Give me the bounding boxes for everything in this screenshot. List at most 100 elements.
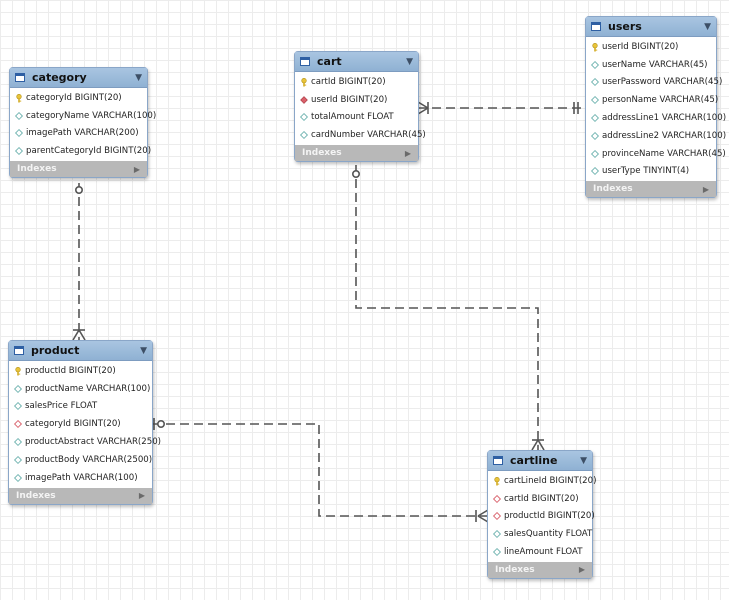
- collapse-arrow-icon[interactable]: ▼: [406, 56, 413, 67]
- column-label: productName VARCHAR(100): [25, 383, 151, 394]
- column-label: imagePath VARCHAR(200): [26, 128, 139, 139]
- column-label: lineAmount FLOAT: [504, 547, 583, 558]
- column-row[interactable]: cartId BIGINT(20): [295, 73, 418, 91]
- table-header[interactable]: users ▼: [586, 17, 716, 37]
- column-label: userPassword VARCHAR(45): [602, 77, 723, 88]
- column-label: parentCategoryId BIGINT(20): [26, 146, 152, 157]
- relationship-product-cartline[interactable]: [152, 418, 489, 523]
- table-cart[interactable]: cart ▼ cartId BIGINT(20) userId BIGINT(20…: [294, 51, 426, 163]
- column-row[interactable]: cartLineId BIGINT(20): [488, 472, 596, 490]
- column-label: addressLine1 VARCHAR(100): [602, 113, 727, 124]
- column-row[interactable]: cartId BIGINT(20): [488, 490, 592, 508]
- primary-key-icon: [591, 42, 599, 52]
- column-label: salesPrice FLOAT: [25, 401, 98, 412]
- indexes-bar[interactable]: Indexes ▶: [586, 181, 716, 198]
- indexes-bar[interactable]: Indexes ▶: [10, 161, 147, 178]
- indexes-label: Indexes: [17, 164, 57, 175]
- collapse-arrow-icon[interactable]: ▼: [135, 72, 142, 83]
- expand-arrow-icon[interactable]: ▶: [133, 164, 140, 174]
- column-label: userType TINYINT(4): [602, 166, 690, 177]
- column-list: productId BIGINT(20) productName VARCHAR(…: [9, 361, 161, 488]
- column-label: cartId BIGINT(20): [311, 76, 386, 87]
- column-row[interactable]: imagePath VARCHAR(200): [10, 125, 147, 143]
- column-label: salesQuantity FLOAT: [504, 529, 593, 540]
- table-cartline[interactable]: cartline ▼ cartLineId BIGINT(20) cartId B…: [487, 450, 596, 579]
- column-row[interactable]: userType TINYINT(4): [586, 163, 716, 181]
- primary-key-icon: [300, 77, 308, 87]
- column-list: userId BIGINT(20) userName VARCHAR(45) use…: [586, 37, 726, 181]
- column-list: categoryId BIGINT(20) categoryName VARCHA…: [10, 88, 156, 161]
- column-row[interactable]: salesPrice FLOAT: [9, 398, 152, 416]
- collapse-arrow-icon[interactable]: ▼: [580, 455, 587, 466]
- expand-arrow-icon[interactable]: ▶: [138, 491, 145, 501]
- column-label: productId BIGINT(20): [504, 511, 595, 522]
- column-label: categoryName VARCHAR(100): [26, 110, 157, 121]
- table-users[interactable]: users ▼ userId BIGINT(20) userName VARCHA…: [585, 16, 726, 199]
- column-row[interactable]: parentCategoryId BIGINT(20): [10, 142, 151, 160]
- indexes-bar[interactable]: Indexes ▶: [488, 561, 592, 578]
- foreign-key-outline-icon: [492, 512, 502, 521]
- column-label: categoryId BIGINT(20): [26, 92, 122, 103]
- column-row[interactable]: lineAmount FLOAT: [488, 543, 592, 561]
- table-header[interactable]: product ▼: [9, 341, 152, 361]
- column-label: personName VARCHAR(45): [602, 95, 719, 106]
- column-row[interactable]: userId BIGINT(20): [586, 38, 716, 56]
- table-header[interactable]: cart ▼: [295, 52, 418, 72]
- column-icon: [299, 131, 309, 140]
- column-row[interactable]: productAbstract VARCHAR(250): [9, 433, 161, 451]
- table-product[interactable]: product ▼ productId BIGINT(20) productNam…: [8, 340, 161, 505]
- column-icon: [590, 60, 600, 69]
- table-icon: [493, 456, 503, 465]
- column-row[interactable]: addressLine1 VARCHAR(100): [586, 109, 726, 127]
- relationship-users-cart[interactable]: [417, 101, 585, 115]
- table-title: category: [32, 71, 87, 84]
- column-icon: [590, 167, 600, 176]
- column-icon: [13, 438, 23, 447]
- column-row[interactable]: cardNumber VARCHAR(45): [295, 126, 426, 144]
- column-row[interactable]: addressLine2 VARCHAR(100): [586, 127, 726, 145]
- column-row[interactable]: userName VARCHAR(45): [586, 56, 716, 74]
- collapse-arrow-icon[interactable]: ▼: [140, 345, 147, 356]
- collapse-arrow-icon[interactable]: ▼: [704, 21, 711, 32]
- relationship-cart-cartline[interactable]: [351, 165, 545, 451]
- column-icon: [492, 548, 502, 557]
- column-label: addressLine2 VARCHAR(100): [602, 130, 727, 141]
- table-header[interactable]: cartline ▼: [488, 451, 592, 471]
- column-icon: [299, 113, 309, 122]
- indexes-bar[interactable]: Indexes ▶: [9, 487, 152, 504]
- relationship-category-product[interactable]: [72, 183, 86, 341]
- column-row[interactable]: provinceName VARCHAR(45): [586, 145, 726, 163]
- column-row[interactable]: categoryId BIGINT(20): [9, 415, 152, 433]
- indexes-label: Indexes: [495, 564, 535, 575]
- column-row[interactable]: categoryId BIGINT(20): [10, 89, 147, 107]
- table-icon: [15, 73, 25, 82]
- column-label: provinceName VARCHAR(45): [602, 148, 726, 159]
- column-icon: [590, 96, 600, 105]
- column-row[interactable]: productId BIGINT(20): [488, 508, 595, 526]
- column-label: userId BIGINT(20): [602, 41, 679, 52]
- column-row[interactable]: salesQuantity FLOAT: [488, 525, 592, 543]
- column-row[interactable]: productBody VARCHAR(2500): [9, 451, 152, 469]
- column-row[interactable]: productName VARCHAR(100): [9, 380, 152, 398]
- column-icon: [14, 111, 24, 120]
- table-header[interactable]: category ▼: [10, 68, 147, 88]
- column-row[interactable]: userId BIGINT(20): [295, 91, 418, 109]
- expand-arrow-icon[interactable]: ▶: [578, 565, 585, 575]
- column-icon: [590, 114, 600, 123]
- column-label: userId BIGINT(20): [311, 94, 388, 105]
- column-row[interactable]: productId BIGINT(20): [9, 362, 152, 380]
- column-label: userName VARCHAR(45): [602, 59, 708, 70]
- column-label: cartLineId BIGINT(20): [504, 475, 597, 486]
- column-row[interactable]: categoryName VARCHAR(100): [10, 107, 156, 125]
- column-row[interactable]: personName VARCHAR(45): [586, 91, 719, 109]
- column-icon: [590, 131, 600, 140]
- column-row[interactable]: userPassword VARCHAR(45): [586, 74, 722, 92]
- column-row[interactable]: imagePath VARCHAR(100): [9, 469, 152, 487]
- expand-arrow-icon[interactable]: ▶: [404, 148, 411, 158]
- table-title: cartline: [510, 454, 558, 467]
- table-category[interactable]: category ▼ categoryId BIGINT(20)category…: [9, 67, 156, 179]
- indexes-bar[interactable]: Indexes ▶: [295, 145, 418, 162]
- expand-arrow-icon[interactable]: ▶: [702, 184, 709, 194]
- column-row[interactable]: totalAmount FLOAT: [295, 109, 418, 127]
- primary-key-icon: [493, 476, 501, 486]
